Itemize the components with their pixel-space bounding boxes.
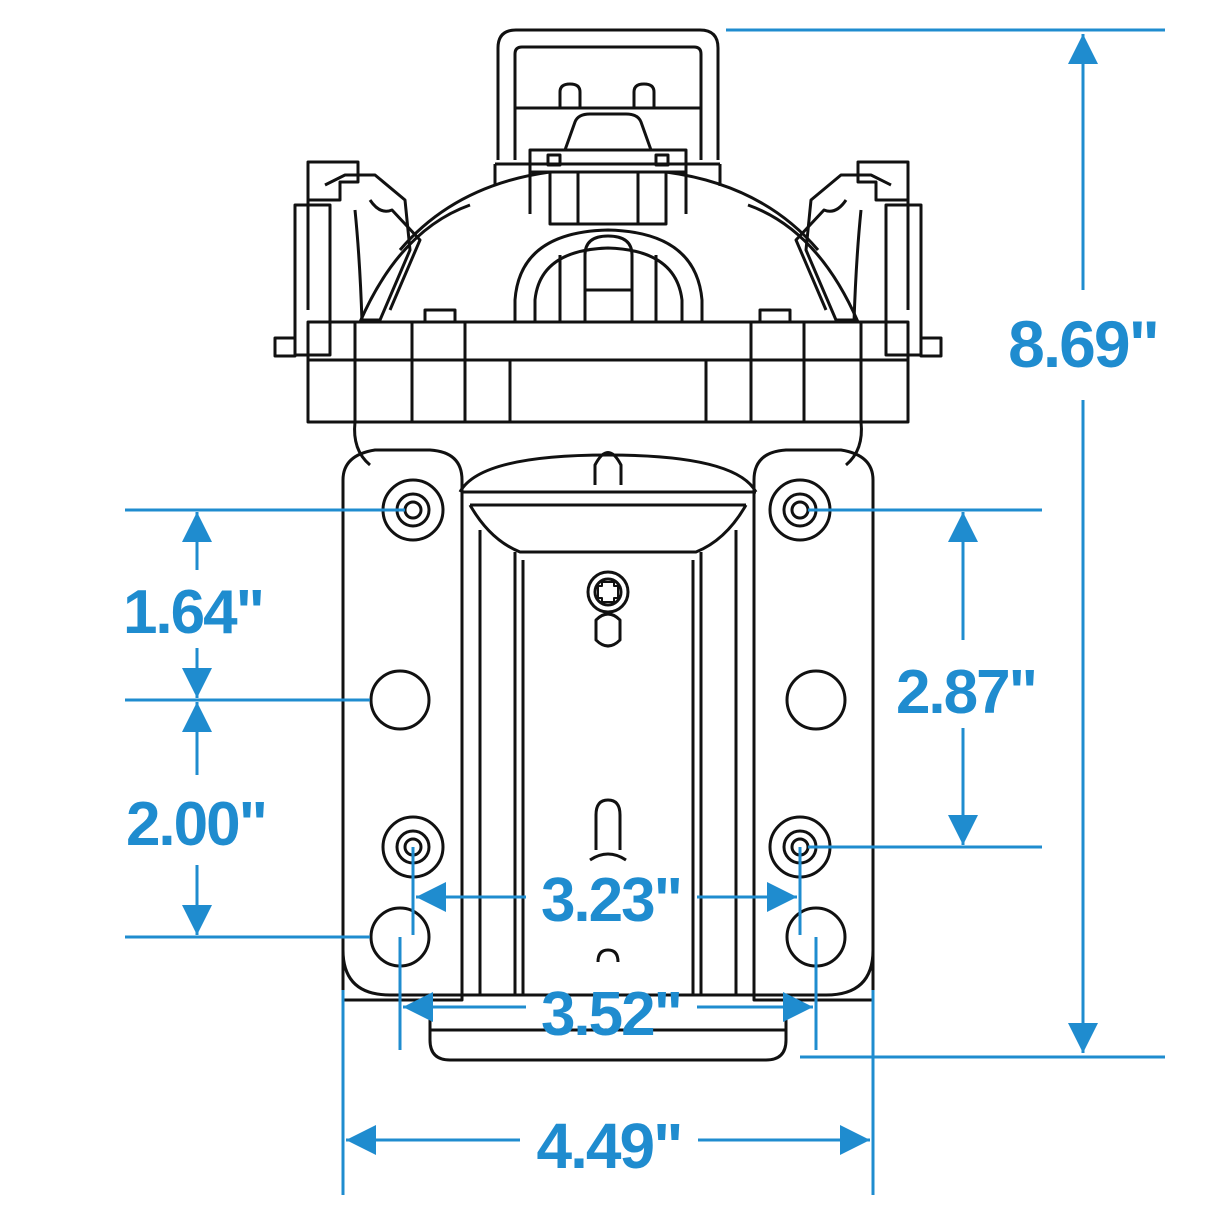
label-upper-hole-spacing: 1.64" xyxy=(123,578,263,647)
dimension-lines xyxy=(125,28,1165,1195)
pressure-switch xyxy=(528,112,688,226)
label-inner-horizontal-spacing: 3.23" xyxy=(541,866,681,935)
top-handle xyxy=(496,28,720,160)
label-outer-horizontal-spacing: 3.52" xyxy=(541,980,681,1049)
pump-head-base xyxy=(306,308,910,424)
left-port-housing xyxy=(273,160,422,358)
motor-housing xyxy=(353,421,863,554)
dimension-labels: 8.69" 1.64" 2.00" 2.87" 3.23" 3.52" 4.49… xyxy=(123,307,1160,1182)
label-overall-height: 8.69" xyxy=(1008,307,1158,381)
pump-head-dome xyxy=(358,162,860,323)
label-lower-hole-spacing: 2.00" xyxy=(126,790,266,859)
mounting-bracket xyxy=(341,448,875,1062)
right-port-housing xyxy=(794,160,943,358)
label-vertical-mount-spacing: 2.87" xyxy=(896,658,1036,727)
label-overall-width: 4.49" xyxy=(537,1110,682,1182)
pump-outline xyxy=(273,28,943,1062)
